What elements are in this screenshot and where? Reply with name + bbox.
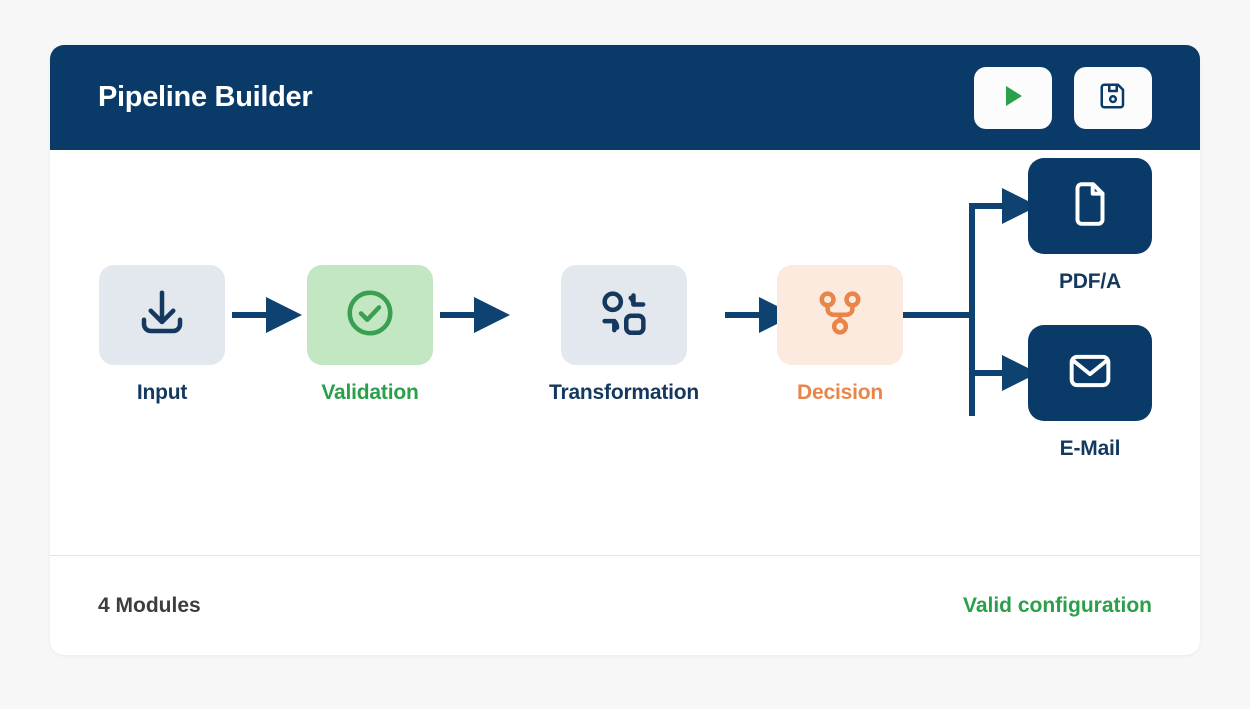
save-icon bbox=[1098, 81, 1128, 114]
play-icon bbox=[998, 81, 1028, 114]
download-icon bbox=[135, 286, 189, 345]
node-box-email bbox=[1028, 325, 1152, 421]
transform-icon bbox=[597, 286, 651, 345]
pipeline-node-input[interactable]: Input bbox=[99, 265, 225, 405]
card-header: Pipeline Builder bbox=[50, 45, 1200, 150]
node-box-decision bbox=[777, 265, 903, 365]
card-footer: 4 Modules Valid configuration bbox=[50, 555, 1200, 655]
document-icon bbox=[1065, 179, 1115, 234]
header-actions bbox=[974, 66, 1152, 129]
check-circle-icon bbox=[343, 286, 397, 345]
page-title: Pipeline Builder bbox=[98, 81, 313, 113]
node-label-transformation: Transformation bbox=[549, 381, 700, 404]
pipeline-node-transformation[interactable]: Transformation bbox=[549, 265, 699, 405]
node-box-input bbox=[99, 265, 225, 365]
pipeline-node-pdfa[interactable]: PDF/A bbox=[1028, 158, 1152, 294]
pipeline-canvas: Input Validation bbox=[50, 150, 1200, 555]
node-box-validation bbox=[307, 265, 433, 365]
pipeline-builder-card: Pipeline Builder bbox=[50, 45, 1200, 655]
status-badge: Valid configuration bbox=[962, 593, 1152, 617]
run-button[interactable] bbox=[974, 66, 1052, 129]
node-label-validation: Validation bbox=[321, 381, 419, 404]
node-box-pdfa bbox=[1028, 158, 1152, 254]
pipeline-node-validation[interactable]: Validation bbox=[307, 265, 433, 405]
node-label-pdfa: PDF/A bbox=[1058, 270, 1121, 293]
envelope-icon bbox=[1065, 346, 1115, 401]
pipeline-node-decision[interactable]: Decision bbox=[777, 265, 903, 405]
module-count-label: 4 Modules bbox=[98, 593, 201, 617]
node-box-transformation bbox=[561, 265, 688, 365]
node-label-decision: Decision bbox=[797, 381, 883, 404]
pipeline-node-email[interactable]: E-Mail bbox=[1028, 325, 1152, 461]
node-label-input: Input bbox=[136, 381, 188, 404]
node-label-email: E-Mail bbox=[1059, 437, 1121, 460]
save-button[interactable] bbox=[1074, 66, 1152, 129]
git-branch-icon bbox=[813, 286, 867, 345]
